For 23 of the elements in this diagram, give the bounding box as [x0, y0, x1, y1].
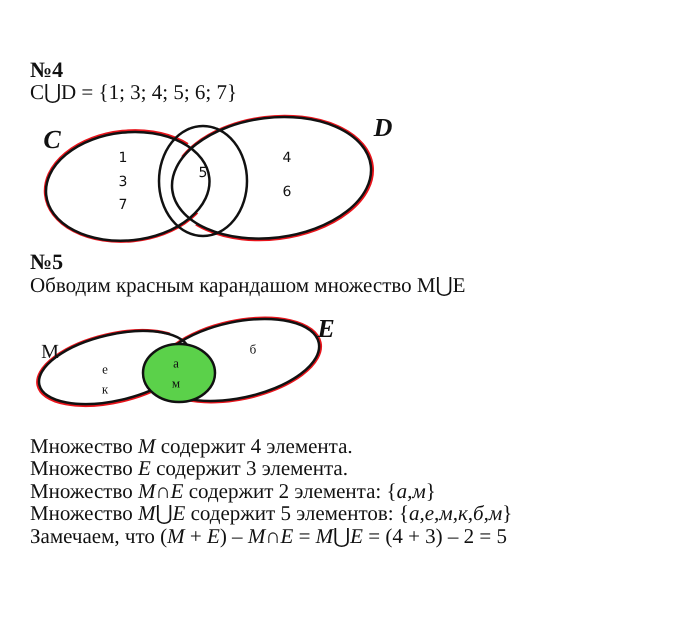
- set-element: 1: [118, 150, 128, 165]
- set-element: м: [172, 376, 180, 390]
- text-line: Множество M⋃E содержит 5 элементов: {а,е,м,к,б,м}: [30, 501, 512, 525]
- text-line: Обводим красным карандашом множество M⋃E: [30, 273, 466, 297]
- set-element: 3: [118, 174, 128, 189]
- task-number: №5: [30, 250, 64, 274]
- set-element: 7: [118, 198, 128, 212]
- set-element: к: [102, 382, 108, 396]
- set-element: 6: [282, 184, 292, 199]
- text-line: Замечаем, что (M + E) – M∩E = M⋃E = (4 + 3) – 2 = 5: [30, 524, 508, 548]
- text-line: Множество M∩E содержит 2 элемента: {а,м}: [30, 479, 436, 503]
- set-name: C: [43, 126, 61, 153]
- set-element: е: [102, 362, 108, 376]
- task-number: №4: [30, 58, 64, 82]
- text-line: C⋃D = {1; 3; 4; 5; 6; 7}: [30, 80, 238, 104]
- set-element: а: [173, 356, 179, 370]
- set-element: б: [250, 342, 256, 356]
- set-element: 5: [198, 166, 208, 180]
- set-name: E: [317, 316, 335, 342]
- set-element: 4: [282, 150, 292, 165]
- text-line: Множество M содержит 4 элемента.: [30, 434, 353, 458]
- set-name: D: [374, 114, 392, 141]
- text-line: Множество E содержит 3 элемента.: [30, 456, 348, 480]
